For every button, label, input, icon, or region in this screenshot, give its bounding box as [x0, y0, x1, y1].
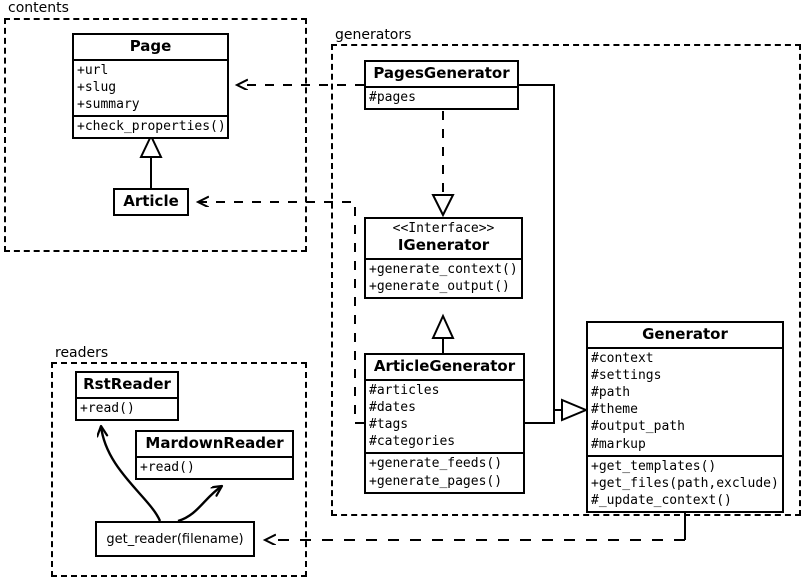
class-title-mardownreader: MardownReader	[145, 434, 284, 452]
package-frame-readers	[51, 362, 307, 577]
class-member: +generate_context()	[369, 261, 518, 277]
class-member: +get_templates()	[591, 458, 717, 474]
class-title-articlegenerator: ArticleGenerator	[373, 357, 516, 375]
function-node-get-reader[interactable]: get_reader(filename)	[95, 521, 255, 557]
class-member: #dates	[369, 399, 416, 415]
class-member: +generate_output()	[369, 278, 510, 294]
class-member: #categories	[369, 434, 456, 450]
class-member: +read()	[80, 400, 135, 416]
class-member: +check_properties()	[77, 119, 226, 135]
class-member: #path	[591, 385, 631, 401]
class-title-generator: Generator	[642, 325, 728, 343]
class-methods-articlegenerator: +generate_feeds() +generate_pages()	[366, 452, 523, 491]
class-box-rstreader[interactable]: RstReader +read()	[75, 371, 179, 421]
class-title-igenerator: <<Interface>> IGenerator	[366, 219, 521, 258]
package-label-readers: readers	[53, 345, 111, 361]
class-title-rstreader: RstReader	[83, 375, 171, 393]
package-label-generators: generators	[333, 27, 414, 43]
class-member: #settings	[591, 367, 662, 383]
class-box-generator[interactable]: Generator #context #settings #path #them…	[586, 321, 784, 514]
class-attributes-articlegenerator: #articles #dates #tags #categories	[366, 378, 523, 453]
class-attributes-page: +url +slug +summary	[74, 58, 227, 115]
class-member: #tags	[369, 417, 409, 433]
class-methods-rstreader: +read()	[77, 396, 177, 419]
class-box-pagesgenerator[interactable]: PagesGenerator #pages	[364, 60, 519, 110]
class-member: +slug	[77, 79, 117, 95]
class-member: +generate_pages()	[369, 473, 503, 489]
class-stereotype-igenerator: <<Interface>>	[392, 221, 495, 236]
class-attributes-generator: #context #settings #path #theme #output_…	[588, 346, 782, 455]
function-node-label: get_reader(filename)	[106, 531, 244, 547]
class-box-mardownreader[interactable]: MardownReader +read()	[135, 430, 294, 480]
class-member: #context	[591, 350, 654, 366]
class-name-igenerator: IGenerator	[397, 235, 490, 254]
class-box-articlegenerator[interactable]: ArticleGenerator #articles #dates #tags …	[364, 353, 525, 494]
class-methods-mardownreader: +read()	[137, 455, 292, 478]
class-methods-page: +check_properties()	[74, 115, 227, 137]
class-member: #pages	[369, 89, 416, 105]
class-member: #articles	[369, 382, 440, 398]
package-frame-contents	[4, 18, 307, 252]
class-member: #markup	[591, 436, 646, 452]
class-member: +generate_feeds()	[369, 456, 503, 472]
class-title-article: Article	[123, 192, 179, 210]
class-member: #theme	[591, 402, 638, 418]
class-attributes-pagesgenerator: #pages	[366, 85, 517, 108]
class-methods-generator: +get_templates() +get_files(path,exclude…	[588, 454, 782, 511]
class-box-page[interactable]: Page +url +slug +summary +check_properti…	[72, 33, 229, 140]
package-label-contents: contents	[6, 0, 71, 16]
class-box-article[interactable]: Article	[113, 188, 189, 216]
class-title-page: Page	[129, 37, 172, 55]
class-member: #output_path	[591, 419, 685, 435]
class-member: +read()	[140, 459, 195, 475]
class-member: +summary	[77, 97, 140, 113]
class-methods-igenerator: +generate_context() +generate_output()	[366, 257, 521, 297]
class-member: +get_files(path,exclude)	[591, 475, 779, 491]
class-box-igenerator[interactable]: <<Interface>> IGenerator +generate_conte…	[364, 217, 523, 300]
class-member: #_update_context()	[591, 493, 732, 509]
class-member: +url	[77, 62, 109, 78]
class-title-pagesgenerator: PagesGenerator	[373, 64, 510, 82]
